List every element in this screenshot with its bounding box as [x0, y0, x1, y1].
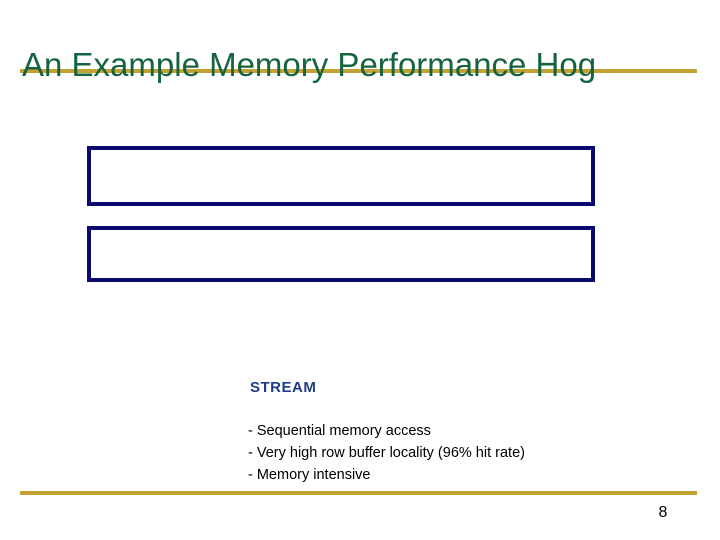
page-title: An Example Memory Performance Hog	[22, 46, 597, 84]
footer-divider-rule	[20, 491, 697, 495]
content-placeholder-bottom	[87, 226, 595, 282]
title-divider-rule	[20, 69, 697, 73]
stream-caption-heading: STREAM	[250, 379, 317, 396]
list-item: - Very high row buffer locality (96% hit…	[248, 445, 525, 461]
content-placeholder-top	[87, 146, 595, 206]
list-item: - Sequential memory access	[248, 423, 431, 439]
list-item: - Memory intensive	[248, 467, 371, 483]
page-number: 8	[658, 504, 668, 521]
stream-bullet-list: - Sequential memory access - Very high r…	[248, 420, 668, 486]
